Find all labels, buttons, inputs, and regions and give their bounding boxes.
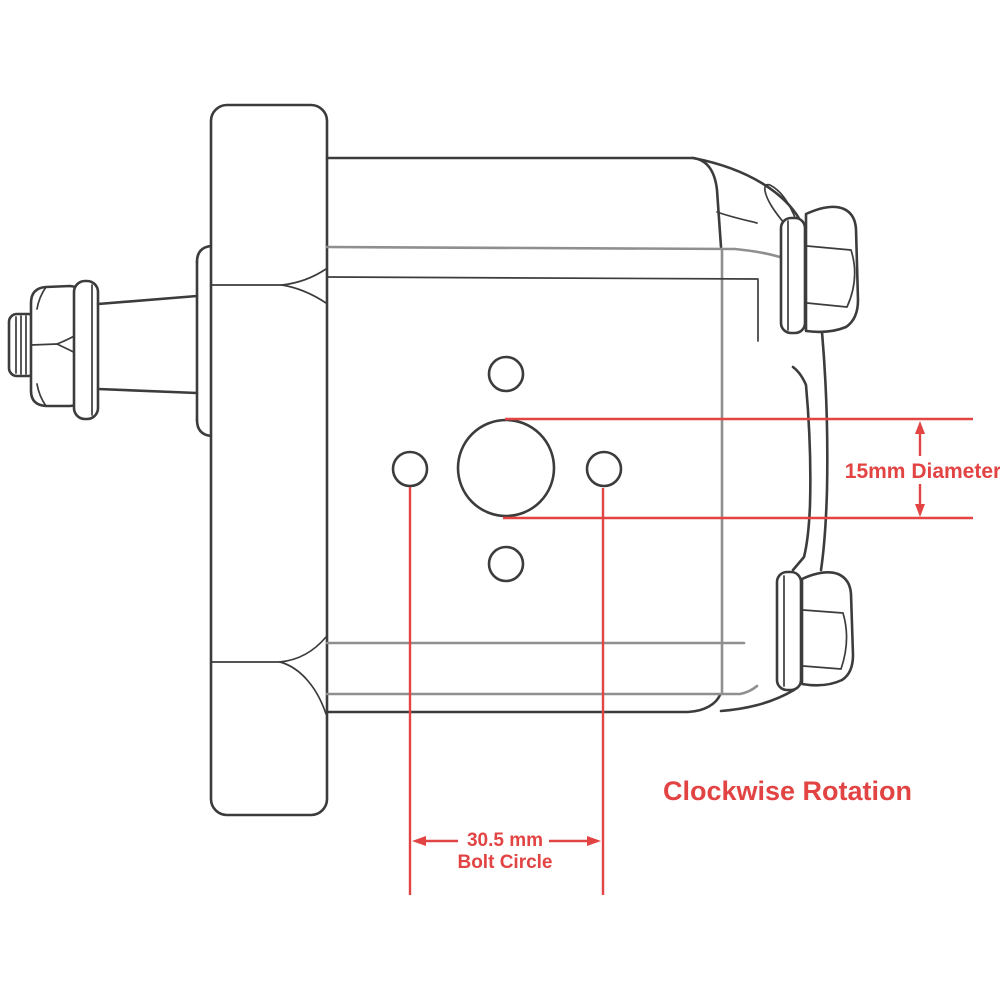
shaft-washer [72, 279, 100, 421]
bolt-circle-caption: Bolt Circle [457, 852, 552, 873]
bolt-circle-value: 30.5 mm [467, 830, 543, 851]
bolt-hole-bottom [487, 545, 525, 583]
bolt-hole-top [487, 355, 525, 393]
mounting-bolt-top [779, 205, 860, 335]
diameter-dimension: 15mm Diameter [503, 417, 1000, 520]
shaft-boss [195, 244, 213, 438]
arrow-down-icon [915, 504, 925, 517]
drive-shaft-assembly [7, 244, 213, 438]
arrow-right-icon [587, 836, 601, 846]
mounting-flange [209, 103, 329, 817]
mounting-bolt-bottom [775, 570, 855, 692]
flange-face-features [391, 355, 623, 583]
arrow-up-icon [915, 421, 925, 434]
pump-body [325, 156, 785, 714]
arrow-left-icon [412, 836, 426, 846]
rotation-label: Clockwise Rotation [663, 776, 912, 806]
bolt-hole-right [585, 450, 623, 488]
bolt-hole-left [391, 450, 429, 488]
bolt-circle-dimension: 30.5 mm Bolt Circle [408, 487, 605, 895]
dimension-annotations: 15mm Diameter 30.5 mm Bolt Circle Clockw… [408, 417, 1000, 895]
diameter-label: 15mm Diameter [845, 460, 1000, 483]
shaft-taper [96, 294, 199, 395]
center-bore [456, 418, 556, 518]
